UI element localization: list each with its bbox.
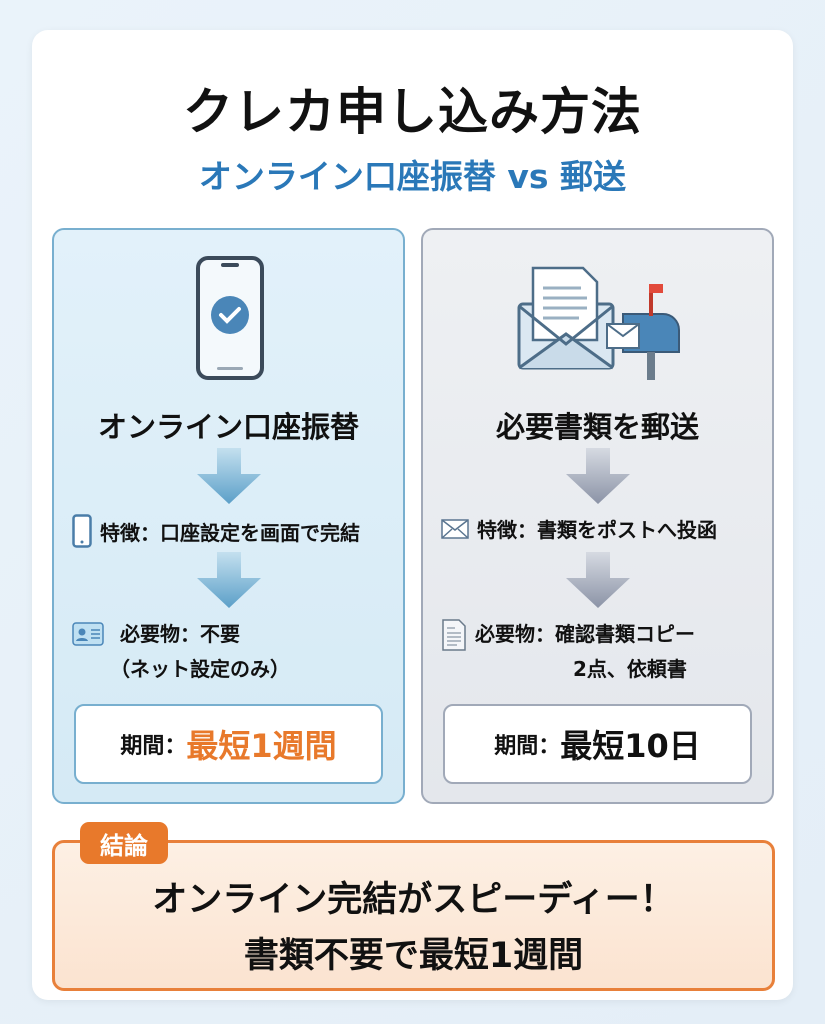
online-heading: オンライン口座振替 [97,410,359,444]
mail-period-label: 期間： [494,734,561,759]
smartphone-icon [72,514,92,548]
mail-heading: 必要書類を郵送 [495,410,699,444]
mail-feature-text: 特徴：書類をポストへ投函 [477,518,717,542]
document-icon [442,619,466,651]
page-title: クレカ申し込み方法 [183,83,642,141]
conclusion-tag: 結論 [80,822,168,864]
online-feature-text: 特徴：口座設定を画面で完結 [100,520,360,545]
envelope-icon [441,518,469,539]
smartphone-check-icon [196,256,264,380]
conclusion-line2: 書類不要で最短1週間 [243,936,584,976]
mail-required-line2: 2点、依頼書 [573,657,687,681]
arrow-down-icon [565,552,630,608]
page-subtitle: オンライン口座振替 vs 郵送 [198,157,627,196]
envelope-mailbox-icon [517,266,680,380]
online-required-line1: 必要物：不要 [120,622,240,646]
conclusion-line1: オンライン完結がスピーディー！ [152,880,675,920]
arrow-down-icon [196,552,261,608]
id-card-icon [72,622,104,646]
online-period-value: 最短1週間 [186,727,337,765]
arrow-down-icon [565,448,630,504]
mail-feature: 特徴：書類をポストへ投函 [441,514,762,543]
mail-period-value: 最短10日 [560,727,701,765]
online-period-label: 期間： [120,734,187,759]
online-panel: オンライン口座振替 特徴：口座設定を画面で完結 必要物：不要 （ネット設定のみ）… [52,228,405,804]
mail-required-line1: 必要物：確認書類コピー [475,622,695,646]
online-required-line2: （ネット設定のみ） [110,657,290,681]
conclusion-box: オンライン完結がスピーディー！ 書類不要で最短1週間 [52,840,775,991]
online-period-box: 期間： 最短1週間 [74,704,383,784]
mail-panel: 必要書類を郵送 特徴：書類をポストへ投函 必要物：確認書類コピー 2点、依頼書 … [421,228,774,804]
online-required: 必要物：不要 （ネット設定のみ） [72,618,393,682]
mail-required: 必要物：確認書類コピー 2点、依頼書 [441,618,762,682]
online-feature: 特徴：口座設定を画面で完結 [72,514,393,548]
arrow-down-icon [196,448,261,504]
mail-period-box: 期間： 最短10日 [443,704,752,784]
